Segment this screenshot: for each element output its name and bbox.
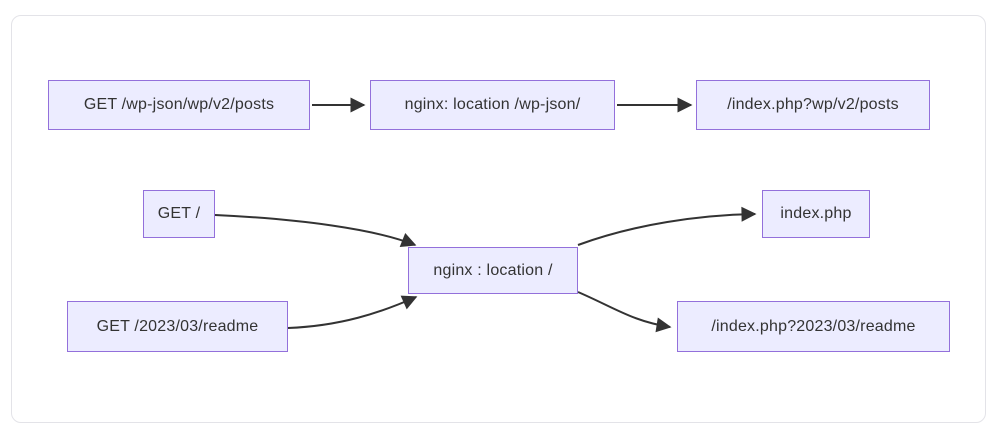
node-label: nginx : location /: [433, 261, 553, 279]
node-label: GET /wp-json/wp/v2/posts: [83, 96, 275, 113]
node-label: nginx: location /wp-json/: [404, 96, 581, 113]
edge-nginx-root-to-res-php: [577, 206, 757, 246]
node-get-wp-json-posts: GET /wp-json/wp/v2/posts: [48, 80, 310, 130]
node-label: index.php: [780, 205, 852, 222]
edge-req-root-to-nginx-root: [214, 214, 417, 247]
node-get-root: GET /: [143, 190, 215, 238]
node-get-2023-03-readme: GET /2023/03/readme: [67, 301, 288, 352]
node-index-php: index.php: [762, 190, 870, 238]
node-nginx-location-wp-json: nginx: location /wp-json/: [370, 80, 615, 130]
node-index-php-wp-v2-posts: /index.php?wp/v2/posts: [696, 80, 930, 130]
node-index-php-2023-03-readme: /index.php?2023/03/readme: [677, 301, 950, 352]
edge-nginx-root-to-res-readme: [577, 291, 672, 333]
edge-req-readme-to-nginx-root: [287, 295, 418, 329]
node-label: /index.php?2023/03/readme: [711, 317, 916, 335]
node-label: GET /: [157, 205, 201, 222]
node-nginx-location-root: nginx : location /: [408, 247, 578, 294]
node-label: GET /2023/03/readme: [96, 317, 259, 335]
node-label: /index.php?wp/v2/posts: [727, 96, 899, 113]
